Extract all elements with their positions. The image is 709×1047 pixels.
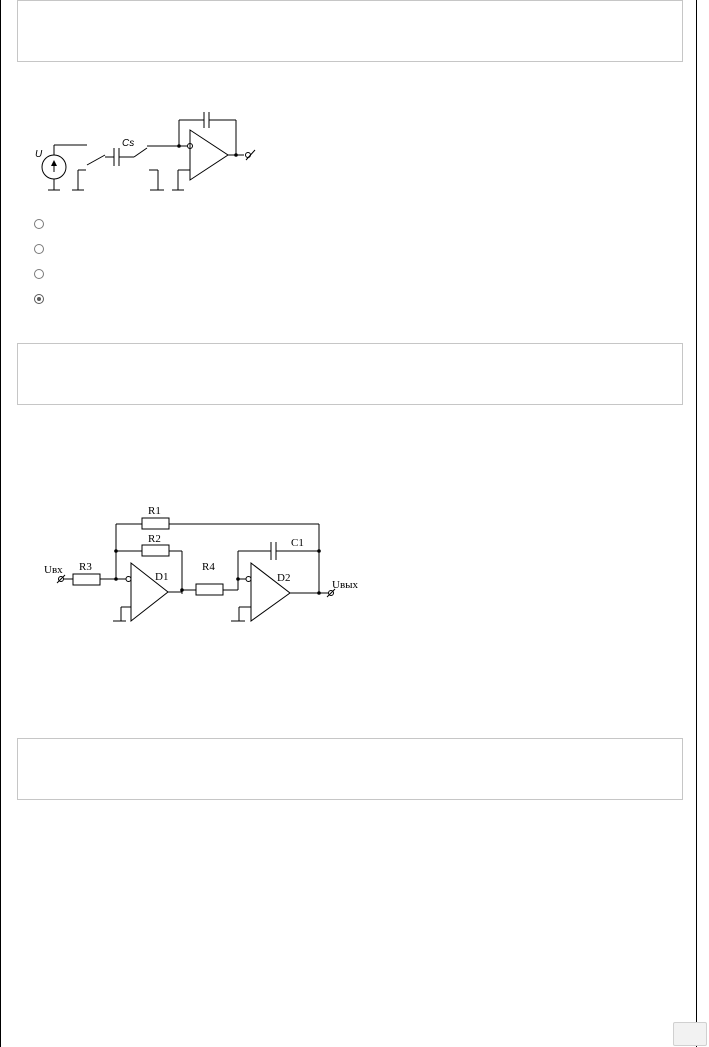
- r3-label: R3: [79, 561, 92, 573]
- corner-button[interactable]: [673, 1022, 707, 1046]
- r4-label: R4: [202, 561, 215, 573]
- question-box-3: [17, 738, 683, 800]
- c1-label: C1: [291, 537, 304, 549]
- question-box-1: [17, 0, 683, 62]
- output-label: Uвых: [332, 579, 359, 591]
- source-label: U: [35, 149, 43, 160]
- radio-option-2[interactable]: [34, 243, 44, 254]
- input-label: Uвх: [44, 564, 63, 576]
- answer-option-1[interactable]: [34, 211, 334, 236]
- answer-option-2[interactable]: [34, 236, 334, 261]
- question-box-2: [17, 343, 683, 405]
- answer-option-3[interactable]: [34, 261, 334, 286]
- radio-option-4[interactable]: [34, 293, 44, 304]
- answer-options: [34, 211, 334, 311]
- circuit-diagram-1: U Cs: [35, 112, 256, 191]
- r2-label: R2: [148, 533, 161, 545]
- page-left-edge: [0, 0, 1, 1047]
- circuit-diagram-2: R1 R2 R3 R4 C1 D1 D2 Uвх Uвых: [44, 505, 359, 623]
- answer-option-4[interactable]: [34, 286, 334, 311]
- d2-label: D2: [277, 572, 290, 584]
- radio-option-1[interactable]: [34, 218, 44, 229]
- radio-option-3[interactable]: [34, 268, 44, 279]
- r1-label: R1: [148, 505, 161, 517]
- d1-label: D1: [155, 571, 168, 583]
- capacitor-label: Cs: [122, 138, 134, 149]
